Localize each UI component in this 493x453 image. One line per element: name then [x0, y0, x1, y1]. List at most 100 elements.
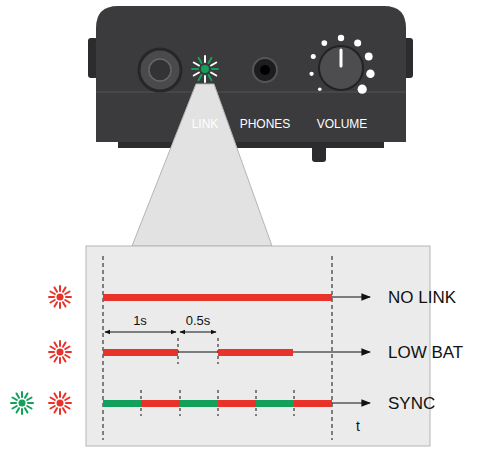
led-ray — [63, 393, 66, 397]
graphic-part — [354, 40, 361, 47]
graphic-part — [338, 35, 344, 41]
sync-bars — [103, 400, 332, 407]
led-dot — [19, 400, 26, 407]
led-ray — [50, 300, 54, 303]
time-reference — [332, 256, 333, 440]
led-ray — [59, 286, 61, 291]
led-ray — [204, 56, 206, 62]
red-on-bar — [103, 294, 332, 301]
state-label: NO LINK — [388, 289, 456, 306]
led-ray — [25, 393, 28, 397]
led-ray — [63, 342, 66, 346]
control-label: VOLUME — [317, 118, 368, 130]
led-ray — [49, 296, 54, 298]
led-ray — [27, 398, 31, 401]
timing-panel — [86, 246, 430, 446]
led-ray — [12, 398, 16, 401]
led-ray — [212, 68, 218, 70]
led-ray — [211, 73, 216, 76]
led-ray — [55, 357, 58, 361]
graphic-part — [358, 85, 367, 94]
graphic-part — [180, 400, 218, 407]
led-icons — [11, 56, 218, 414]
connector-socket — [139, 49, 181, 91]
duration-label: 0.5s — [186, 314, 211, 327]
led-ray — [49, 402, 54, 404]
led-dot — [57, 294, 64, 301]
led-ray — [65, 398, 69, 401]
connector-pin — [149, 59, 171, 81]
led-ray — [65, 355, 69, 358]
red-on-bar — [218, 349, 293, 356]
led-ray — [50, 347, 54, 350]
led-ray — [27, 406, 31, 409]
led-ray — [199, 75, 202, 80]
led-ray — [21, 392, 23, 397]
led-ray — [21, 409, 23, 414]
red-on-bar — [103, 349, 178, 356]
dimension-arrow — [180, 332, 216, 333]
graphic-part — [256, 400, 294, 407]
led-ray — [199, 58, 202, 63]
control-label: PHONES — [240, 118, 291, 130]
led-ray — [59, 409, 61, 414]
led-dot — [57, 400, 64, 407]
led-ray — [50, 398, 54, 401]
led-ray — [65, 300, 69, 303]
led-ray — [17, 408, 20, 412]
led-dot — [201, 65, 209, 73]
led-ray — [63, 408, 66, 412]
led-ray — [204, 76, 206, 82]
led-ray — [49, 351, 54, 353]
volume-knob — [319, 46, 363, 90]
jack-hole — [260, 65, 270, 75]
led-ray — [55, 393, 58, 397]
callout-beam — [132, 84, 272, 246]
graphic-part — [141, 400, 180, 407]
led-ray — [211, 63, 216, 66]
led-ray — [55, 408, 58, 412]
led-ray — [59, 341, 61, 346]
led-ray — [65, 292, 69, 295]
led-ray — [50, 406, 54, 409]
led-ray — [192, 68, 198, 70]
led-ray — [50, 355, 54, 358]
graphic-part — [321, 40, 327, 46]
led-ray — [17, 393, 20, 397]
time-reference — [103, 256, 104, 440]
axis-label: t — [356, 419, 360, 433]
led-dot — [57, 349, 64, 356]
led-ray — [66, 296, 71, 298]
led-ray — [194, 63, 199, 66]
phones-jack — [253, 58, 277, 82]
led-ray — [209, 58, 212, 63]
led-ray — [55, 342, 58, 346]
led-ray — [63, 287, 66, 291]
led-ray — [66, 351, 71, 353]
led-ray — [66, 402, 71, 404]
control-label: LINK — [192, 118, 219, 130]
clip-tab — [312, 142, 326, 162]
device-foot — [118, 142, 384, 148]
knob-pointer — [340, 50, 343, 66]
led-ray — [65, 347, 69, 350]
led-ray — [65, 406, 69, 409]
graphic-part — [103, 400, 141, 407]
state-label: LOW BAT — [388, 344, 463, 361]
led-ray — [59, 358, 61, 363]
led-ray — [11, 402, 16, 404]
state-label: SYNC — [388, 395, 435, 412]
device-body — [96, 6, 406, 142]
graphic-part — [309, 72, 313, 76]
led-ray — [28, 402, 33, 404]
led-ray — [63, 357, 66, 361]
led-ray — [50, 292, 54, 295]
graphic-part — [294, 400, 332, 407]
led-ray — [59, 303, 61, 308]
dimension-arrow — [105, 332, 176, 333]
led-ray — [209, 75, 212, 80]
led-ray — [25, 408, 28, 412]
